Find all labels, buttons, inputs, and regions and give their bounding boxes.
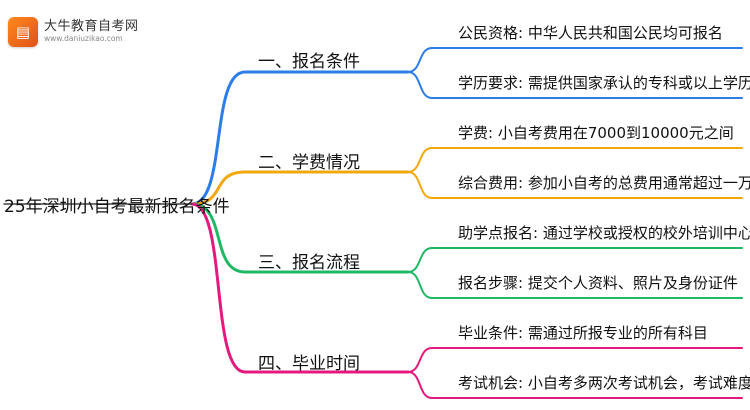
root-to-branch-3 [190,202,247,274]
root-to-branch-2 [190,170,247,206]
branch-4-to-leaf-1 [407,347,433,373]
root-to-branch-1 [190,70,247,206]
branch-1-to-leaf-2 [407,71,433,99]
leaf-2-2: 综合费用: 参加小自考的总费用通常超过一万元 [458,174,750,192]
branch-4-to-leaf-2 [407,371,433,399]
leaf-1-1: 公民资格: 中华人民共和国公民均可报名 [458,24,723,42]
leaf-1-2: 学历要求: 需提供国家承认的专科或以上学历证明 [458,74,750,92]
site-logo[interactable]: ▤ 大牛教育自考网 www.daniuzikao.com [8,14,139,50]
branch-2-to-leaf-1 [407,147,433,173]
branch-label-2: 二、学费情况 [258,153,360,173]
branch-3-to-leaf-1 [407,247,433,273]
branch-3-to-leaf-2 [407,271,433,299]
branch-label-4: 四、毕业时间 [258,354,360,374]
branch-label-3: 三、报名流程 [258,253,360,273]
leaf-4-1: 毕业条件: 需通过所报专业的所有科目 [458,324,708,342]
branch-label-1: 一、报名条件 [258,52,360,72]
branch-1-to-leaf-1 [407,47,433,73]
root-to-branch-4 [190,202,247,374]
leaf-4-2: 考试机会: 小自考多两次考试机会，考试难度较低 [458,374,750,392]
root-topic: 25年深圳小自考最新报名条件 [4,197,230,217]
leaf-2-1: 学费: 小自考费用在7000到10000元之间 [458,124,734,142]
leaf-3-2: 报名步骤: 提交个人资料、照片及身份证件 [458,274,738,292]
logo-url: www.daniuzikao.com [44,34,123,44]
book-icon: ▤ [8,17,38,47]
branch-2-to-leaf-2 [407,171,433,199]
logo-name: 大牛教育自考网 [44,19,139,35]
